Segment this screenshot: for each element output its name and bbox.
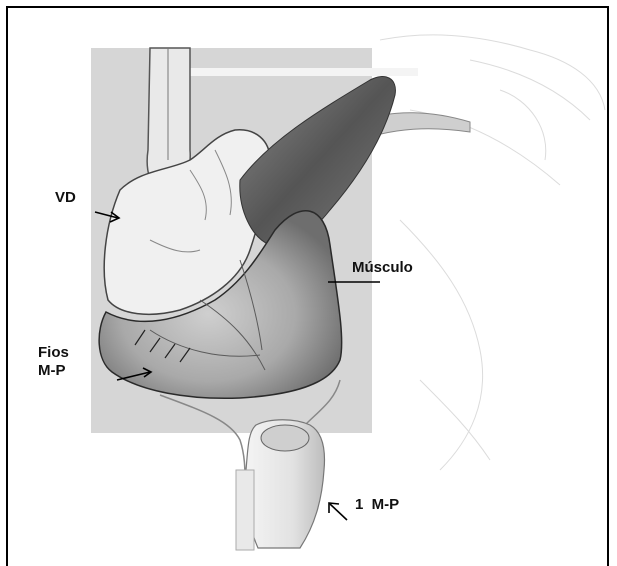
background-anatomy bbox=[380, 35, 605, 470]
label-mp: 1 M-P bbox=[355, 496, 399, 514]
label-fios-line1: Fios bbox=[38, 344, 69, 362]
label-fios-line2: M-P bbox=[38, 362, 69, 380]
label-fios-mp: Fios M-P bbox=[38, 344, 69, 380]
label-vd: VD bbox=[55, 189, 76, 207]
retractor-bar bbox=[188, 68, 418, 76]
label-musculo: Músculo bbox=[352, 259, 413, 277]
